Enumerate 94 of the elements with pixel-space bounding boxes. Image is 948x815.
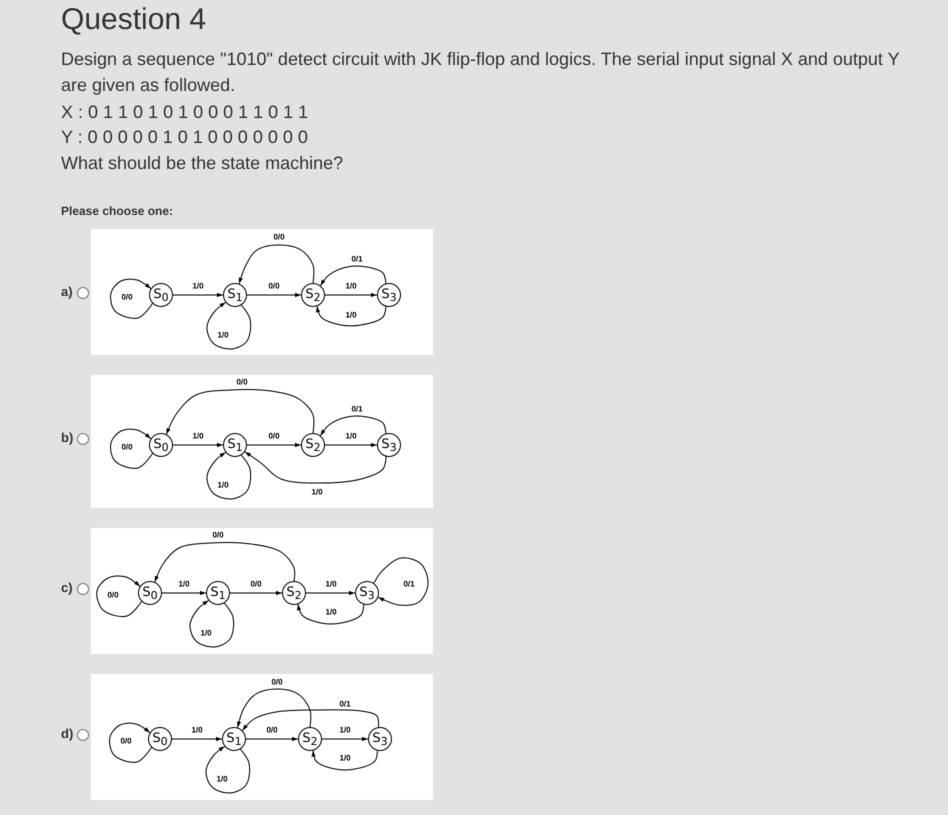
option-letter: b) (61, 430, 74, 446)
instruction-text: Please choose one: (61, 203, 174, 219)
input-sequence: X : 0 1 1 0 1 0 1 0 0 0 1 1 0 1 1 (61, 101, 308, 124)
arrow (162, 590, 206, 596)
state-circle: S$_{3}$ (377, 283, 401, 307)
state-circle: S$_{1}$ (223, 283, 247, 307)
output-sequence: Y : 0 0 0 0 0 1 0 1 0 0 0 0 0 0 0 (61, 126, 308, 149)
edge-label: 0/1 (350, 254, 364, 264)
edge-label: 1/0 (191, 432, 205, 440)
edge-label: 1/0 (177, 580, 191, 588)
state-circle: S$_{0}$ (149, 283, 173, 307)
diagram-panel (91, 674, 433, 800)
edge-label: 0/0 (267, 282, 281, 290)
edge-label: 1/0 (215, 774, 229, 784)
edge-label: 0/0 (249, 580, 263, 588)
edge-label: 0/0 (106, 590, 120, 600)
self-loop-arrow (110, 428, 154, 469)
curved-arrow (238, 244, 314, 284)
self-loop-arrow (206, 452, 252, 500)
edge-label: 1/0 (190, 726, 204, 734)
state-circle: S$_{1}$ (222, 727, 246, 751)
self-loop-arrow (109, 722, 152, 763)
self-loop-arrow (206, 302, 252, 350)
state-circle: S$_{2}$ (301, 433, 325, 457)
edge-label: 0/1 (402, 580, 416, 588)
state-circle: S$_{3}$ (368, 727, 392, 751)
edge-label: 1/0 (216, 330, 230, 340)
curved-arrow (320, 266, 386, 286)
edge-label: 1/0 (191, 282, 205, 290)
state-circle: S$_{3}$ (377, 433, 401, 457)
state-circle: S$_{1}$ (223, 433, 247, 457)
option-letter: d) (61, 726, 74, 742)
arrow (246, 442, 302, 448)
curved-arrow (320, 416, 386, 436)
arrow (246, 736, 298, 742)
edge-label: 1/0 (199, 628, 213, 638)
state-circle: S$_{0}$ (148, 727, 172, 751)
curved-arrow (236, 688, 312, 728)
option-letter: c) (61, 580, 73, 596)
arrow (324, 292, 378, 298)
arrow (306, 590, 356, 596)
self-loop-arrow (110, 278, 154, 319)
self-loop-arrow (205, 746, 250, 794)
curved-arrow (311, 750, 378, 770)
edge-label: 1/0 (338, 726, 352, 734)
edge-label: 1/0 (344, 282, 358, 290)
question-prompt: What should be the state machine? (61, 152, 344, 175)
self-loop-arrow (96, 576, 142, 618)
diagram-panel (91, 229, 433, 355)
edge-label: 0/0 (265, 726, 279, 734)
curved-arrow (244, 451, 387, 484)
edge-label: 0/1 (338, 700, 352, 708)
edge-label: 0/0 (120, 292, 134, 302)
edge-label: 1/0 (310, 488, 324, 496)
self-loop-arrow (373, 557, 429, 606)
edge-label: 0/0 (270, 678, 284, 686)
question-title: Question 4 (61, 2, 206, 38)
edge-label: 1/0 (338, 754, 352, 762)
edge-label: 0/0 (267, 432, 281, 440)
state-circle: S$_{0}$ (138, 581, 162, 605)
diagram-panel (91, 375, 433, 508)
self-loop-arrow (189, 600, 234, 648)
arrow (246, 292, 302, 298)
arrow (322, 736, 368, 742)
arrow (172, 736, 222, 742)
edge-label: 0/0 (272, 232, 286, 242)
curved-arrow (242, 709, 380, 732)
state-circle: S$_{2}$ (298, 727, 322, 751)
state-circle: S$_{1}$ (206, 581, 230, 605)
option-letter: a) (61, 284, 73, 300)
edge-label: 1/0 (344, 310, 358, 320)
curved-arrow (154, 542, 296, 583)
curved-arrow (296, 604, 364, 624)
curved-arrow (166, 389, 314, 435)
curved-arrow (316, 306, 386, 326)
arrow (172, 292, 224, 298)
edge-label: 0/0 (211, 530, 225, 540)
edge-label: 1/0 (324, 580, 338, 588)
edge-label: 1/0 (344, 432, 358, 440)
edge-label: 0/1 (350, 404, 364, 414)
state-circle: S$_{3}$ (355, 581, 379, 605)
arrow (172, 442, 224, 448)
state-circle: S$_{2}$ (282, 581, 306, 605)
edge-label: 0/0 (119, 736, 133, 746)
state-circle: S$_{0}$ (149, 433, 173, 457)
edge-label: 1/0 (324, 608, 338, 616)
state-circle: S$_{2}$ (301, 283, 325, 307)
arrow (324, 442, 378, 448)
edge-label: 1/0 (216, 480, 230, 490)
diagram-panel (91, 528, 433, 654)
question-text: Design a sequence "1010" detect circuit with JK flip-flop and logics. The serial input signal X and output Y are given as followed. (61, 48, 900, 97)
arrow (230, 590, 282, 596)
edge-label: 0/0 (235, 378, 249, 386)
edge-label: 0/0 (120, 442, 134, 452)
